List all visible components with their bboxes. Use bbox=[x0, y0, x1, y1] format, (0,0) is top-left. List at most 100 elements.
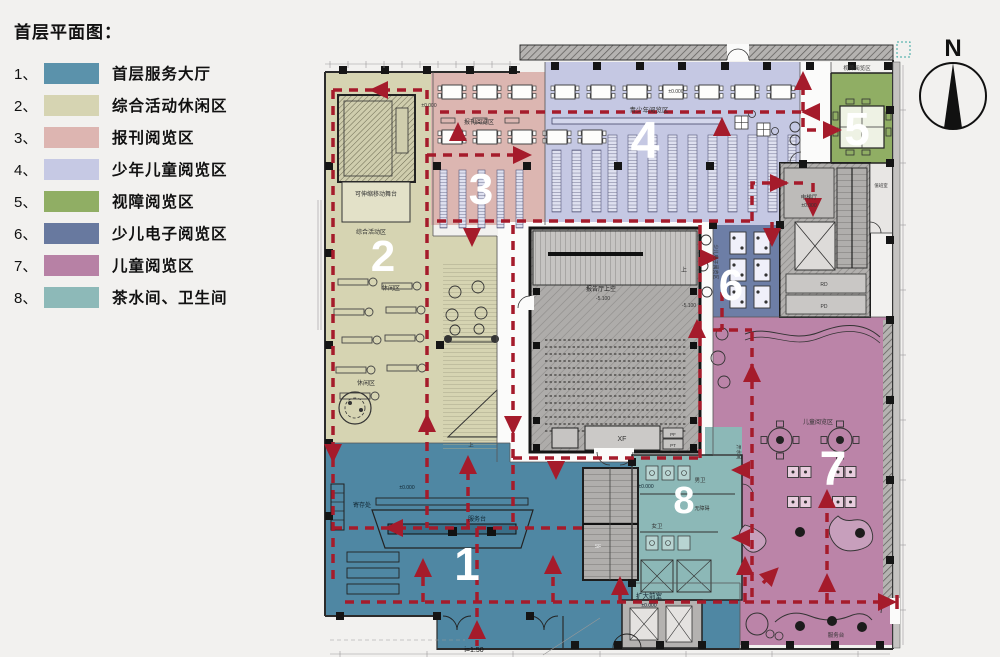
zone-5-number: 5 bbox=[844, 103, 870, 155]
legend-item-label: 少年儿童阅览区 bbox=[112, 162, 228, 179]
legend-item-number: 4、 bbox=[14, 161, 38, 179]
legend-item-number: 7、 bbox=[14, 257, 38, 275]
room-label: XF bbox=[618, 436, 627, 443]
legend-item-number: 2、 bbox=[14, 97, 38, 115]
room-label: 寄存处 bbox=[353, 501, 371, 509]
room-label: 服务台 bbox=[468, 515, 486, 523]
zone-7-number: 7 bbox=[820, 443, 847, 496]
legend-swatch bbox=[44, 94, 99, 116]
room-label: 开水间 bbox=[735, 444, 742, 459]
room-label: RD bbox=[820, 282, 828, 288]
legend-item: 1、 首层服务大厅 bbox=[14, 57, 314, 89]
zone-3-number: 3 bbox=[469, 165, 493, 214]
stage bbox=[337, 94, 416, 223]
room-label: 值班室 bbox=[874, 182, 888, 189]
room-label: 休闲区 bbox=[382, 284, 400, 292]
room-label: PF bbox=[670, 432, 676, 437]
room-label: 可伸缩移动舞台 bbox=[355, 190, 397, 198]
room-label: 青少年阅览区 bbox=[630, 105, 670, 114]
room-label: ±0.000 bbox=[421, 103, 436, 109]
zone-2-number: 2 bbox=[371, 232, 395, 281]
legend-item-label: 茶水间、卫生间 bbox=[112, 290, 228, 307]
room-label: PT bbox=[670, 443, 676, 448]
room-label: 少儿电子阅览区 bbox=[712, 244, 719, 279]
room-label: ±0.000 bbox=[638, 484, 653, 490]
room-label: 无障碍 bbox=[694, 505, 709, 512]
room-label: 报告厅上空 bbox=[586, 285, 616, 293]
scale-label: i=1:50 bbox=[464, 647, 483, 654]
stair-west bbox=[582, 467, 639, 581]
room-label: 上 bbox=[468, 441, 474, 449]
circulation-routes bbox=[324, 71, 899, 646]
legend-swatch bbox=[44, 254, 99, 276]
legend-item-number: 1、 bbox=[14, 65, 38, 83]
legend-item: 6、 少儿电子阅览区 bbox=[14, 217, 314, 249]
legend-item-label: 儿童阅览区 bbox=[112, 258, 195, 275]
room-label: 男卫 bbox=[694, 477, 706, 484]
columns bbox=[325, 62, 894, 649]
room-label: ±0.000 bbox=[641, 603, 656, 609]
zone-numbers: 1 2 3 4 5 6 7 8 bbox=[371, 103, 870, 590]
legend-item-label: 报刊阅览区 bbox=[112, 130, 195, 147]
legend-item-number: 6、 bbox=[14, 225, 38, 243]
room-label: 上 bbox=[681, 266, 687, 274]
toilets bbox=[631, 454, 754, 601]
legend-swatch bbox=[44, 190, 99, 212]
room-label: ±0.000 bbox=[399, 485, 414, 491]
children-area bbox=[710, 320, 893, 641]
legend-swatch bbox=[44, 126, 99, 148]
legend-item-label: 视障阅览区 bbox=[112, 194, 195, 211]
room-label: 视障阅览区 bbox=[843, 64, 871, 72]
legend-item-label: 首层服务大厅 bbox=[112, 66, 212, 83]
north-compass-icon: N bbox=[919, 35, 987, 130]
compass-label: N bbox=[944, 35, 961, 62]
legend-item-label: 综合活动休闲区 bbox=[112, 98, 228, 115]
room-label: -5.100 bbox=[596, 296, 610, 302]
room-label: 扩大前室 bbox=[636, 591, 663, 600]
legend-swatch bbox=[44, 222, 99, 244]
furniture bbox=[333, 84, 892, 452]
zone-7-area bbox=[713, 317, 893, 645]
room-label: ±0.000 bbox=[668, 89, 683, 95]
room-label: 综合活动区 bbox=[356, 228, 386, 236]
room-label: PD bbox=[821, 304, 828, 310]
zone-6-number: 6 bbox=[719, 261, 743, 310]
round-sofa bbox=[338, 391, 372, 425]
legend-swatch bbox=[44, 62, 99, 84]
room-label: 服务台 bbox=[828, 631, 845, 639]
zone-8-number: 8 bbox=[673, 480, 694, 522]
shelves-zone3 bbox=[439, 169, 524, 229]
legend-item: 2、 综合活动休闲区 bbox=[14, 89, 314, 121]
dimension-lines bbox=[317, 41, 911, 657]
core-stairs bbox=[779, 151, 894, 318]
legend-item: 3、 报刊阅览区 bbox=[14, 121, 314, 153]
room-label: 儿童阅览区 bbox=[803, 418, 833, 426]
legend-item: 4、 少年儿童阅览区 bbox=[14, 153, 314, 185]
room-label: SF bbox=[595, 544, 601, 550]
auditorium bbox=[517, 226, 702, 466]
room-label: 休闲区 bbox=[357, 379, 375, 387]
legend-item-label: 少儿电子阅览区 bbox=[112, 226, 228, 243]
zone-4-area-b bbox=[545, 163, 780, 225]
room-label: 女卫 bbox=[651, 522, 663, 530]
page-title: 首层平面图： bbox=[14, 23, 122, 42]
legend-item-number: 5、 bbox=[14, 193, 38, 211]
bottom-room bbox=[621, 599, 703, 649]
room-label: 报刊阅览区 bbox=[464, 118, 494, 126]
legend-item-number: 8、 bbox=[14, 289, 38, 307]
zone-1-number: 1 bbox=[454, 538, 480, 590]
room-label: 电梯厅 bbox=[801, 193, 818, 201]
zone-8-tearoom bbox=[705, 427, 742, 455]
legend-swatch bbox=[44, 286, 99, 308]
room-label: -5.100 bbox=[682, 303, 696, 309]
legend-item: 5、 视障阅览区 bbox=[14, 185, 314, 217]
zone5-table bbox=[832, 98, 892, 156]
room-label: ±0.000 bbox=[801, 203, 816, 209]
room-labels: 可伸缩移动舞台 综合活动区 休闲区 休闲区 报刊阅览区 青少年阅览区 少儿电子阅… bbox=[353, 64, 888, 654]
zone-4-number: 4 bbox=[631, 112, 660, 170]
legend-item-number: 3、 bbox=[14, 129, 38, 147]
legend-item: 8、 茶水间、卫生间 bbox=[14, 281, 314, 313]
legend-item: 7、 儿童阅览区 bbox=[14, 249, 314, 281]
legend-swatch bbox=[44, 158, 99, 180]
